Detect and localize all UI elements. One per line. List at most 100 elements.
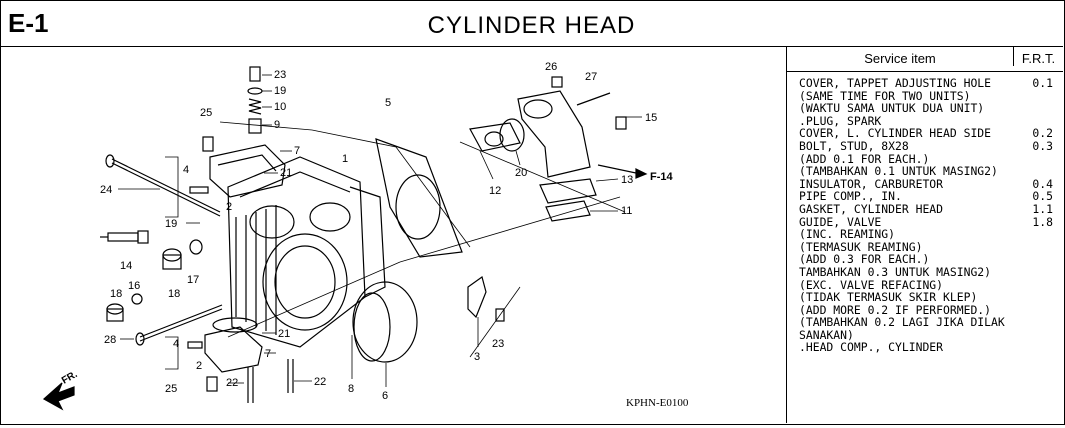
service-table-header: Service item F.R.T. [787,47,1063,72]
callout-13: 13 [621,174,633,186]
service-row-text: .HEAD COMP., CYLINDER [799,340,944,355]
service-row-text: (ADD 0.3 FOR EACH.) [799,252,930,267]
callout-2: 2 [226,201,232,213]
callout-22a: 22 [226,377,238,389]
callout-14: 14 [120,260,132,272]
callout-25b: 25 [165,383,177,395]
service-row: (ADD MORE 0.2 IF PERFORMED.) [799,302,1061,317]
callout-11: 11 [621,205,632,217]
page-title: CYLINDER HEAD [427,12,636,39]
bracket [467,276,505,322]
callout-6: 6 [382,390,388,402]
callout-25: 25 [200,107,212,119]
service-row-text: (TAMBAHKAN 0.2 LAGI JIKA DILAK [799,315,1005,330]
cylinder-head [227,156,386,348]
callout-7b: 7 [265,348,271,360]
service-row-text: BOLT, STUD, 8X28 [799,138,909,153]
service-row-text: (TIDAK TERMASUK SKIR KLEP) [799,290,978,305]
service-row: (WAKTU SAMA UNTUK DUA UNIT) [799,102,1061,115]
callout-4b: 4 [173,338,179,350]
spark-plug [100,230,149,244]
cylinder-head-gasket [375,138,463,258]
part-code: KPHN-E0100 [626,397,689,409]
callout-1: 1 [342,153,348,165]
exploded-diagram: 23 19 10 9 25 7 4 2 21 1 5 24 19 14 17 1… [0,47,787,423]
callout-23: 23 [274,69,286,81]
callout-23b: 23 [492,338,504,350]
callout-26: 26 [545,61,557,73]
side-cover [352,281,418,363]
service-row: GASKET, CYLINDER HEAD 1.1 [799,203,1061,216]
service-row-text: GASKET, CYLINDER HEAD [799,201,944,216]
tappet-cover-top [209,144,286,198]
service-row-text: .PLUG, SPARK [799,113,882,128]
callout-leaders [118,74,642,387]
ref-label: F-14 [650,171,674,183]
callout-8: 8 [348,383,354,395]
service-row-text: (ADD 0.1 FOR EACH.) [799,151,930,166]
callout-21: 21 [280,167,292,179]
service-row-text: INSULATOR, CARBURETOR [799,176,944,191]
tappet-cover-bottom [204,317,263,373]
service-row: (ADD 0.1 FOR EACH.) [799,151,1061,166]
service-row-text: (WAKTU SAMA UNTUK DUA UNIT) [799,101,985,116]
callout-20: 20 [515,167,527,179]
service-row-text: GUIDE, VALVE [799,214,882,229]
callout-12: 12 [489,185,501,197]
service-row-text: SANAKAN) [799,327,854,342]
service-item-header: Service item [787,47,1014,66]
callout-19b: 19 [165,218,177,230]
service-row: (INC. REAMING) [799,228,1061,241]
service-table: Service item F.R.T. COVER, TAPPET ADJUST… [787,47,1063,423]
callout-9: 9 [274,119,280,131]
service-row: .PLUG, SPARK [799,113,1061,128]
long-bolts [105,154,223,346]
f14-arrow [597,164,648,179]
service-row-text: (SAME TIME FOR TWO UNITS) [799,88,971,103]
service-row-frt: 0.5 [1032,189,1053,204]
service-row: (ADD 0.3 FOR EACH.) [799,253,1061,266]
service-row-text: (ADD MORE 0.2 IF PERFORMED.) [799,302,992,317]
callout-16: 16 [128,280,140,292]
service-row: (TIDAK TERMASUK SKIR KLEP) [799,291,1061,304]
header-bar: E-1 CYLINDER HEAD [0,0,1063,47]
service-row-frt: 1.1 [1032,201,1053,216]
callout-17: 17 [187,274,199,286]
diagram-drawing: 23 19 10 9 25 7 4 2 21 1 5 24 19 14 17 1… [42,61,674,411]
service-row: (SAME TIME FOR TWO UNITS) [799,88,1061,103]
service-row-text: COVER, TAPPET ADJUSTING HOLE [799,76,992,90]
callout-27: 27 [585,71,597,83]
callout-10: 10 [274,101,286,113]
service-row-text: (TERMASUK REAMING) [799,239,923,254]
service-row-text: TAMBAHKAN 0.3 UNTUK MASING2) [799,264,992,279]
misc-small-parts [106,186,294,403]
front-label: FR. [60,369,80,387]
front-arrow-icon [42,382,75,411]
section-code: E-1 [8,8,49,38]
service-row-frt: 1.8 [1032,214,1053,229]
callout-4: 4 [183,164,189,176]
service-row: GUIDE, VALVE 1.8 [799,214,1061,229]
callout-7: 7 [294,145,300,157]
callout-22b: 22 [314,376,326,388]
service-row: SANAKAN) [799,329,1061,342]
service-row-text: (TAMBAHKAN 0.1 UNTUK MASING2) [799,164,998,179]
service-row-text: (INC. REAMING) [799,227,896,242]
service-row: (TAMBAHKAN 0.1 UNTUK MASING2) [799,165,1061,178]
callout-15: 15 [645,112,657,124]
service-row-text: (EXC. VALVE REFACING) [799,277,944,292]
callout-numbers: 23 19 10 9 25 7 4 2 21 1 5 24 19 14 17 1… [60,61,674,402]
callout-18b: 18 [110,288,122,300]
callout-18a: 18 [168,288,180,300]
callout-3: 3 [474,351,480,363]
service-row: (TERMASUK REAMING) [799,239,1061,254]
frt-header: F.R.T. [1021,51,1056,66]
callout-19: 19 [274,85,286,97]
callout-28: 28 [104,334,116,346]
service-row: TAMBAHKAN 0.3 UNTUK MASING2) [799,266,1061,279]
callout-2b: 2 [196,360,202,372]
